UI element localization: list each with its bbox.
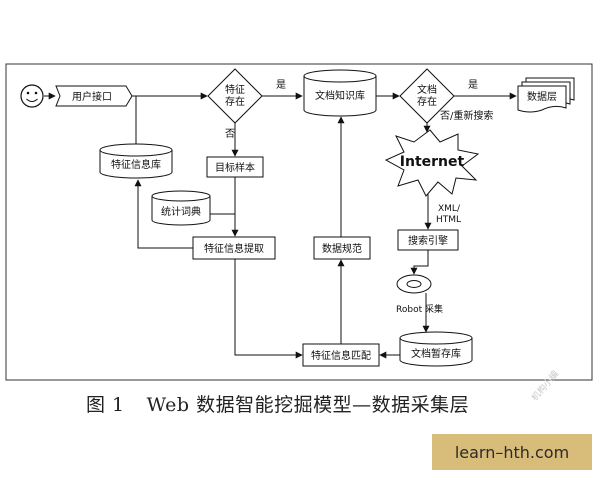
doc-temp-db-label: 文档暂存库 [411,347,461,360]
feature-exists-label-2: 存在 [225,95,245,108]
search-engine-node: 搜索引擎 [397,229,459,251]
feature-extraction-node: 特征信息提取 [192,236,276,260]
feature-matching-label: 特征信息匹配 [311,349,371,362]
doc-temp-db-node: 文档暂存库 [399,331,473,367]
doc-exists-label-1: 文档 [417,83,437,96]
stat-dictionary-label: 统计词典 [161,205,201,218]
feature-exists-decision: 特征 存在 [207,68,263,124]
edge-extraction-to-matching [234,259,303,359]
doc-knowledge-base-node: 文档知识库 [303,69,377,117]
target-sample-label: 目标样本 [215,161,255,174]
feature-exists-label-1: 特征 [225,84,245,96]
search-engine-label: 搜索引擎 [408,234,448,247]
smiley-icon [20,84,44,108]
edge-search-engine-to-robot [410,250,429,275]
diagram-frame [5,63,593,381]
edge-label-xml-2: HTML [436,215,461,225]
figure-number: 图 1 [86,394,125,416]
robot-node: Robot 采集 [396,274,443,315]
stat-dictionary-node: 统计词典 [151,190,211,226]
edge-label-no-1: 否 [225,128,235,140]
doc-knowledge-base-label: 文档知识库 [315,89,365,102]
edge-label-xml-1: XML/ [438,204,461,214]
edge-label-yes-1: 是 [276,79,286,91]
figure-title: Web 数据智能挖掘模型—数据采集层 [146,394,470,416]
figure-caption: 图 1 Web 数据智能挖掘模型—数据采集层 [86,390,469,417]
edge-label-yes-2: 是 [468,79,478,91]
target-sample-node: 目标样本 [206,156,264,178]
user-interface-node: 用户接口 [55,85,133,107]
feature-extraction-label: 特征信息提取 [204,242,264,255]
site-badge: learn–hth.com [432,434,592,470]
data-normalization-node: 数据规范 [313,236,371,260]
internet-label: Internet [400,154,465,170]
internet-node: Internet [384,129,480,197]
edge-extraction-to-feature-db [134,179,193,249]
data-normalization-label: 数据规范 [322,242,362,255]
robot-collect-label: Robot 采集 [396,303,443,315]
user-interface-label: 用户接口 [72,90,112,103]
data-layer-node: 数据层 [517,77,575,113]
edge-label-no-research: 否/重新搜索 [440,109,493,122]
feature-matching-node: 特征信息匹配 [302,343,380,367]
feature-info-db-label: 特征信息库 [111,158,161,171]
doc-exists-label-2: 存在 [417,95,437,108]
feature-info-db-node: 特征信息库 [99,143,173,179]
flowchart-canvas: 用户接口 特征 存在 文档知识库 文档 存在 数据层 特征信息库 目标样本 [5,63,593,381]
data-layer-label: 数据层 [527,90,557,103]
